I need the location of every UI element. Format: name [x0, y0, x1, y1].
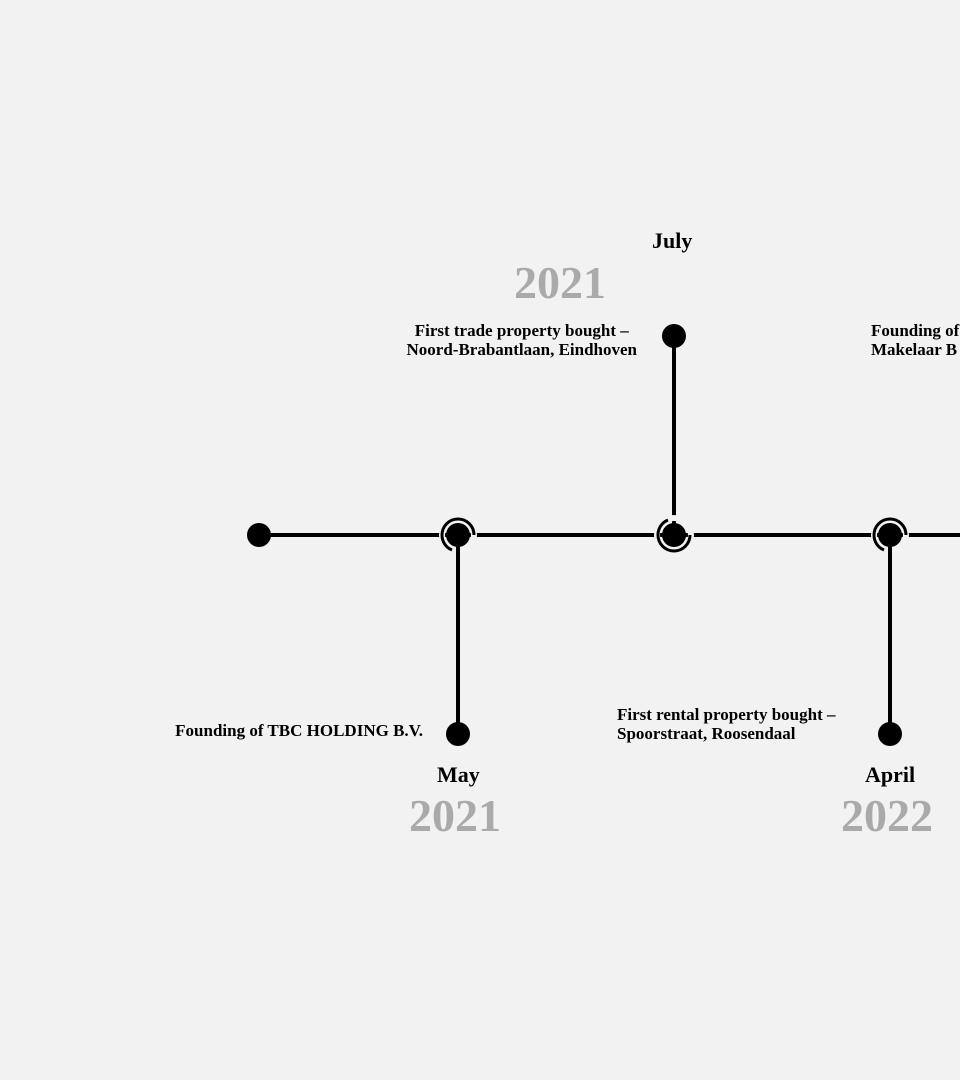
description-line: First rental property bought –	[617, 705, 836, 724]
event-description-april-2022: First rental property bought – Spoorstra…	[617, 705, 835, 743]
timeline-node-april-2022	[871, 516, 909, 746]
timeline-start-dot	[247, 523, 271, 547]
event-description-july-2021: First trade property bought – Noord-Brab…	[407, 321, 638, 359]
description-line: Founding of TBC HOLDING B.V.	[175, 721, 423, 740]
node-dot	[662, 523, 686, 547]
node-arc	[872, 517, 908, 536]
node-arc-left	[656, 518, 669, 536]
description-line: First trade property bought –	[414, 321, 629, 340]
node-arc-left	[872, 534, 885, 552]
event-year-may-2021: 2021	[409, 790, 501, 841]
node-arc-left	[440, 534, 453, 552]
node-arc	[440, 517, 476, 536]
connector-end-dot	[446, 722, 470, 746]
description-line: Makelaar B	[871, 340, 958, 359]
description-line: Noord-Brabantlaan, Eindhoven	[406, 340, 638, 359]
event-month-may-2021: May	[437, 762, 480, 787]
description-line: Founding of	[871, 321, 960, 340]
event-month-april-2022: April	[865, 762, 916, 787]
timeline-node-may-2021	[439, 516, 477, 746]
event-year-april-2022: 2022	[841, 790, 933, 841]
timeline-node-july-2021	[654, 324, 694, 555]
event-year-july-2021: 2021	[514, 257, 606, 308]
node-arc	[656, 534, 692, 553]
event-month-july-2021: July	[652, 228, 693, 253]
connector-end-dot	[662, 324, 686, 348]
connector-end-dot	[878, 722, 902, 746]
event-description-clipped: Founding of Makelaar B	[871, 321, 959, 359]
event-description-may-2021: Founding of TBC HOLDING B.V.	[175, 721, 423, 740]
description-line: Spoorstraat, Roosendaal	[617, 724, 796, 743]
